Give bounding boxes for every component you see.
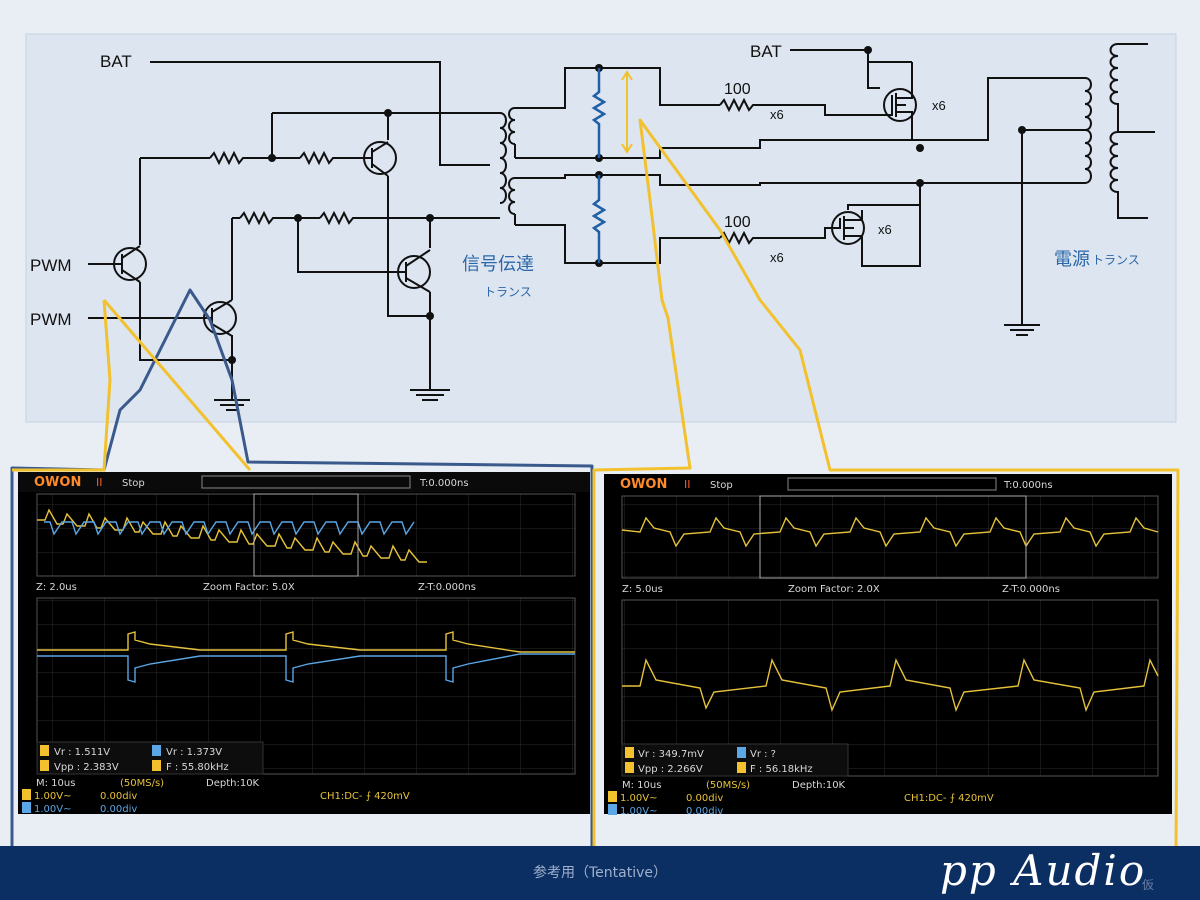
scope-right-ch2-scale: 1.00V~ xyxy=(620,806,658,817)
scope-left-ch2-offset: 0.00div xyxy=(100,804,137,815)
scope-right-memory-bar xyxy=(787,477,997,491)
scope-left-trace-ch2-overview xyxy=(44,521,415,536)
scope-right-trigger-time: T:0.000ns xyxy=(1003,480,1053,491)
scope-left-run-indicator: II xyxy=(96,476,103,489)
resistor-bottom-mult: x6 xyxy=(770,250,784,265)
scope-left-main-timebase: M: 10us xyxy=(36,778,75,789)
scope-right: OWON II Stop T:0.000ns Z: 5.0us Zoom Fac… xyxy=(604,474,1172,817)
scope-left-measure-4: F : 55.80kHz xyxy=(166,762,229,773)
scope-left-zoom-timebase: Z: 2.0us xyxy=(36,582,77,593)
footer-bar xyxy=(0,846,1200,900)
scope-left-trace-ch1-overview xyxy=(37,508,427,563)
signal-transformer-label: 信号伝達 xyxy=(462,254,534,275)
scope-right-measure-2: Vr : ? xyxy=(750,749,776,760)
scope-left-trigger-info: CH1:DC- ⨍ 420mV xyxy=(320,791,410,802)
scope-left-measure-2: Vr : 1.373V xyxy=(166,747,222,758)
scope-left-measure-1: Vr : 1.511V xyxy=(54,747,110,758)
scope-right-measure-4: F : 56.18kHz xyxy=(750,764,813,775)
resistors-black xyxy=(209,97,760,246)
bat-label-right: BAT xyxy=(750,42,782,61)
voltage-arrow xyxy=(621,70,633,154)
power-transformer-sub: トランス xyxy=(1092,253,1140,267)
scope-left-measure-3: Vpp : 2.383V xyxy=(54,762,119,773)
resistor-bottom-value: 100 xyxy=(724,214,751,231)
scope-right-ch1-offset: 0.00div xyxy=(686,793,723,804)
scope-right-run-state: Stop xyxy=(710,480,733,491)
scope-right-measure-1: Vr : 349.7mV xyxy=(638,749,704,760)
brand-logo-sub: 仮 xyxy=(1142,878,1155,892)
scope-right-main-timebase: M: 10us xyxy=(622,780,661,791)
scope-right-run-indicator: II xyxy=(684,478,691,491)
scope-right-measure-3: Vpp : 2.266V xyxy=(638,764,703,775)
scope-right-zoom-timebase: Z: 5.0us xyxy=(622,584,663,595)
schematic-panel: BAT BAT PWM PWM 100 x6 100 x6 x6 x6 信号伝達… xyxy=(25,33,1177,423)
power-transformer-label: 電源 xyxy=(1054,249,1090,270)
scope-right-zoom-trigger: Z-T:0.000ns xyxy=(1002,584,1060,595)
scope-right-trace-zoom xyxy=(622,657,1159,713)
npn-transistors xyxy=(113,141,431,337)
scope-left-trace-ch1-zoom xyxy=(37,631,575,653)
scope-left-zoom-window xyxy=(253,493,359,577)
scope-left-depth: Depth:10K xyxy=(206,778,260,789)
ground-symbols xyxy=(214,324,1040,411)
pwm-label-bottom: PWM xyxy=(30,310,72,329)
resistors-blue xyxy=(591,68,607,263)
footer-note: 参考用（Tentative） xyxy=(532,865,667,881)
bat-label-left: BAT xyxy=(100,52,132,71)
scope-right-depth: Depth:10K xyxy=(792,780,846,791)
signal-transformer xyxy=(499,107,516,225)
scope-right-ch1-scale: 1.00V~ xyxy=(620,793,658,804)
scope-right-brand: OWON xyxy=(620,477,667,492)
callout-yellow-right xyxy=(592,118,1180,858)
scope-left-zoom-factor: Zoom Factor: 5.0X xyxy=(203,582,295,593)
resistor-top-mult: x6 xyxy=(770,107,784,122)
scope-left-sample-rate: (50MS/s) xyxy=(120,778,164,789)
scope-right-zoom-factor: Zoom Factor: 2.0X xyxy=(788,584,880,595)
fet-top-mult: x6 xyxy=(932,98,946,113)
scope-right-ch2-offset: 0.00div xyxy=(686,806,723,817)
scope-left-trace-ch2-zoom xyxy=(37,653,575,683)
callout-yellow-left xyxy=(12,299,252,472)
schematic-wires xyxy=(88,49,1085,396)
resistor-top-value: 100 xyxy=(724,81,751,98)
scope-right-trace-overview xyxy=(621,516,1159,548)
scope-left-ch1-scale: 1.00V~ xyxy=(34,791,72,802)
power-transformer xyxy=(1084,43,1155,219)
scope-right-zoom-window xyxy=(759,495,1027,579)
signal-transformer-sub: トランス xyxy=(484,285,532,299)
scope-right-trigger-info: CH1:DC- ⨍ 420mV xyxy=(904,793,994,804)
scope-left-ch2-scale: 1.00V~ xyxy=(34,804,72,815)
scope-left-zoom-trigger: Z-T:0.000ns xyxy=(418,582,476,593)
scope-left: OWON II Stop T:0.000ns Z: 2.0us Zoom Fac… xyxy=(18,472,590,815)
scope-left-trigger-time: T:0.000ns xyxy=(419,478,469,489)
pwm-label-top: PWM xyxy=(30,256,72,275)
scope-left-run-state: Stop xyxy=(122,478,145,489)
scope-left-memory-bar xyxy=(201,475,411,489)
scope-left-brand: OWON xyxy=(34,475,81,490)
scope-left-ch1-offset: 0.00div xyxy=(100,791,137,802)
brand-logo: pp Audio xyxy=(940,846,1147,895)
fet-bottom-mult: x6 xyxy=(878,222,892,237)
mosfets xyxy=(830,84,917,245)
scope-right-sample-rate: (50MS/s) xyxy=(706,780,750,791)
